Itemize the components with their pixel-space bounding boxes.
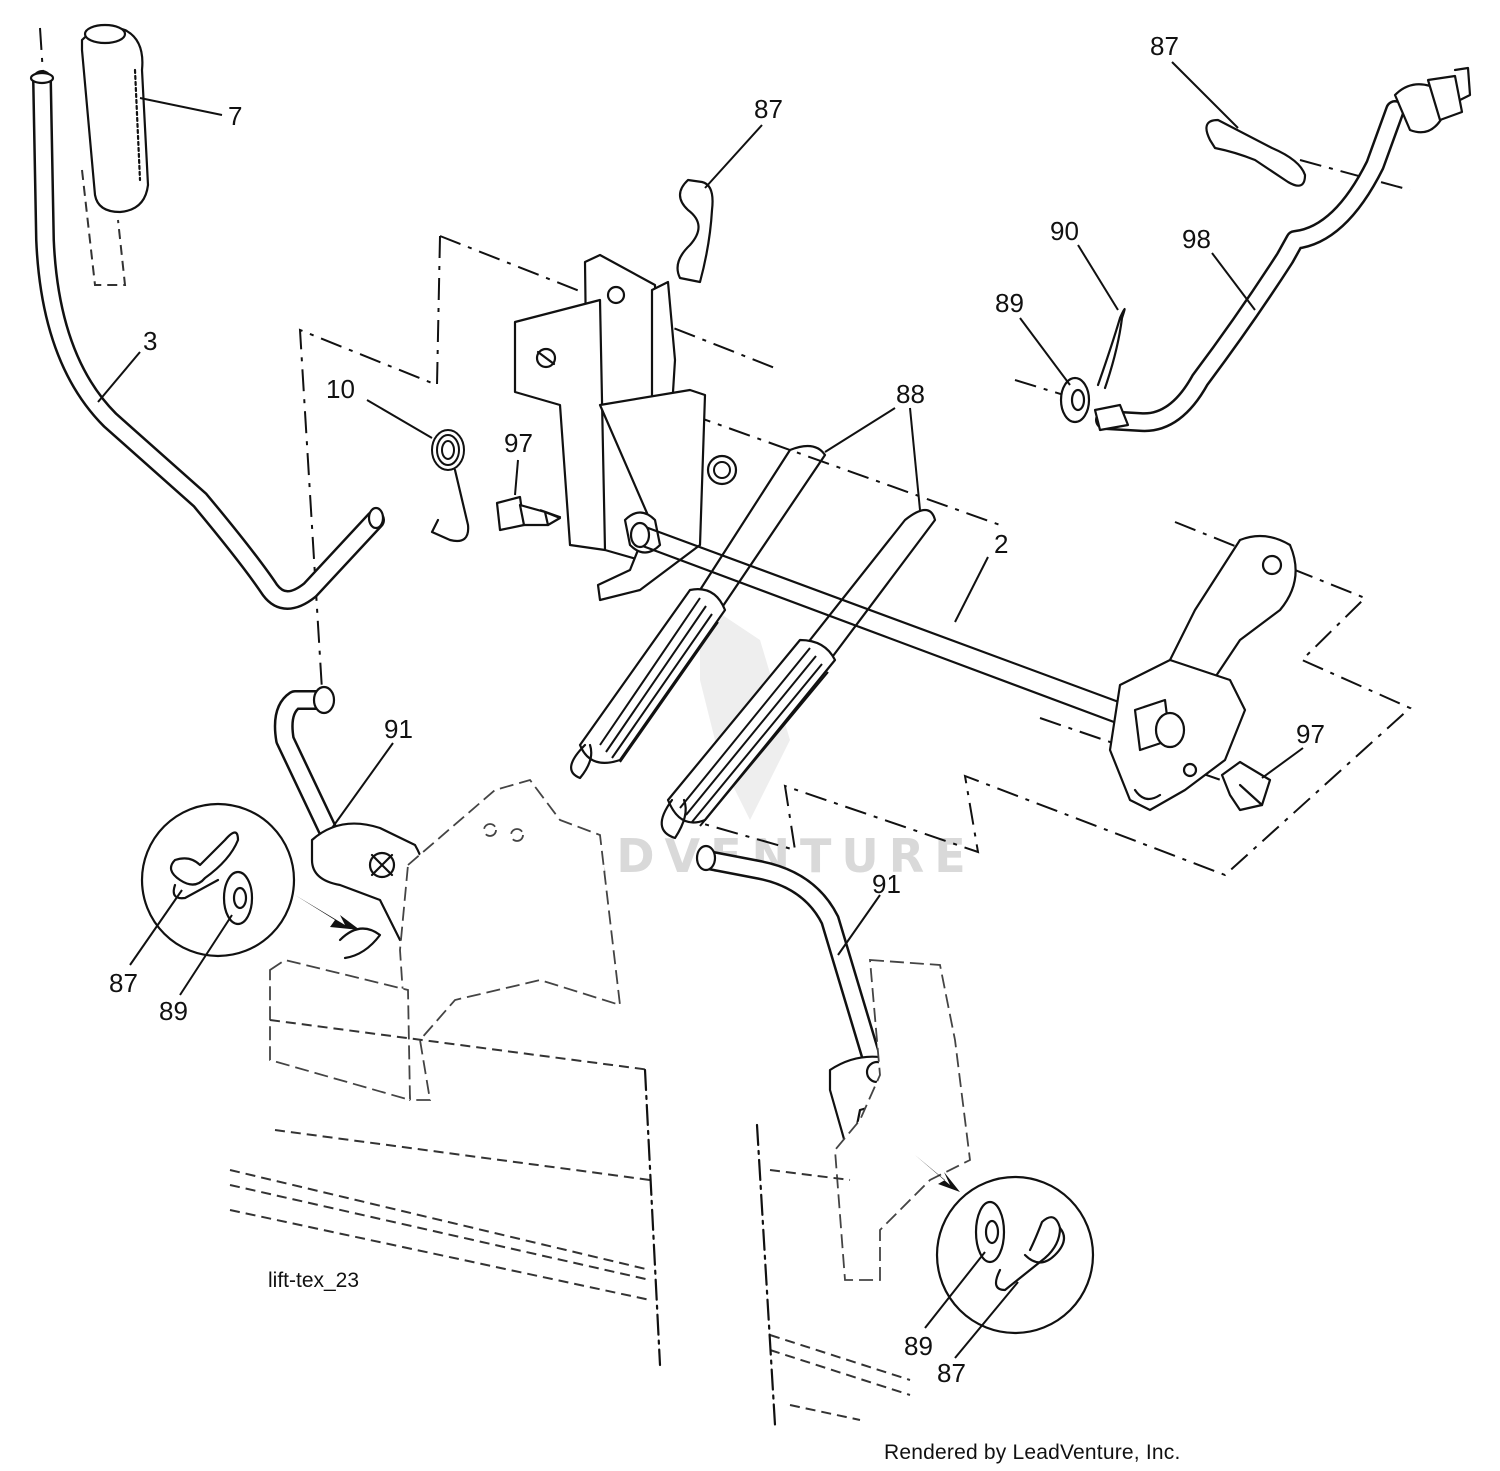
washer-89-right xyxy=(1059,376,1091,424)
mounting-bracket xyxy=(513,253,738,602)
callout-88: 88 xyxy=(896,379,925,409)
drawing-id: lift-tex_23 xyxy=(268,1269,359,1292)
callout-87-left: 87 xyxy=(109,968,138,998)
frame-outline-right xyxy=(755,959,971,1427)
hairpin-87-right xyxy=(1205,118,1307,187)
torsion-spring xyxy=(430,429,470,543)
callout-87-right: 87 xyxy=(1150,31,1179,61)
lift-lever[interactable] xyxy=(29,70,385,610)
lift-spring-left xyxy=(570,444,827,780)
right-lift-bracket xyxy=(1108,534,1297,812)
callout-2: 2 xyxy=(994,529,1008,559)
hairpin-90 xyxy=(1096,307,1126,390)
callout-7: 7 xyxy=(228,101,242,131)
callout-91-left: 91 xyxy=(384,714,413,744)
lift-link-left[interactable] xyxy=(273,685,340,845)
callout-97-right: 97 xyxy=(1296,719,1325,749)
callout-87-top: 87 xyxy=(754,94,783,124)
callouts: 7 3 10 97 87 88 2 87 90 98 89 97 91 87 8… xyxy=(109,31,1325,1388)
leader-lines xyxy=(97,61,1304,1359)
callout-89-bottom: 89 xyxy=(904,1331,933,1361)
hairpin-87-top xyxy=(676,178,714,284)
flange-bolt-top xyxy=(495,495,562,532)
callout-98: 98 xyxy=(1182,224,1211,254)
inset-detail-left xyxy=(140,802,360,958)
inset-detail-right xyxy=(915,1155,1095,1335)
callout-90: 90 xyxy=(1050,216,1079,246)
callout-97-top: 97 xyxy=(504,428,533,458)
frame-outline-left xyxy=(229,778,662,1367)
callout-89-right: 89 xyxy=(995,288,1024,318)
callout-10: 10 xyxy=(326,374,355,404)
adjustment-rod[interactable] xyxy=(1093,66,1472,433)
callout-89-left: 89 xyxy=(159,996,188,1026)
callout-87-bottom: 87 xyxy=(937,1358,966,1388)
callout-91-right: 91 xyxy=(872,869,901,899)
callout-3: 3 xyxy=(143,326,157,356)
lever-grip[interactable] xyxy=(80,23,150,286)
lift-spring-right xyxy=(660,508,937,840)
render-credit: Rendered by LeadVenture, Inc. xyxy=(884,1441,1181,1464)
flange-bolt-right xyxy=(1220,760,1272,812)
lift-link-right[interactable] xyxy=(695,844,885,1080)
